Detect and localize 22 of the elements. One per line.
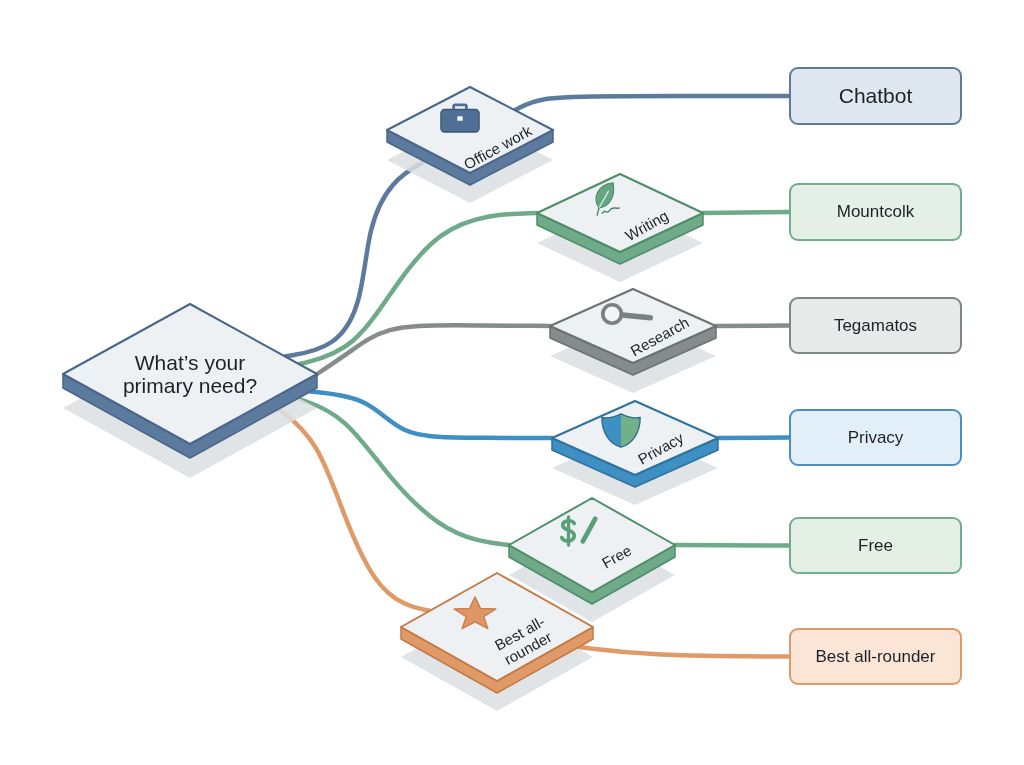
result-label: Tegamatos (833, 315, 918, 336)
result-box (789, 517, 962, 574)
question-tile (63, 304, 317, 478)
result-label: Best all-rounder (815, 646, 936, 667)
result-label: Chatbot (838, 84, 913, 108)
connector (308, 389, 555, 441)
result-box (789, 183, 962, 241)
connector (296, 210, 540, 367)
option-tile (537, 174, 703, 282)
option-tile (387, 87, 553, 203)
result-box (789, 628, 962, 685)
option-tile (401, 573, 593, 711)
option-tile (552, 401, 718, 505)
result-label: Privacy (847, 427, 904, 448)
question-text: What’s your primary need? (121, 350, 259, 398)
result-label: Free (858, 535, 893, 556)
result-box (789, 297, 962, 354)
result-box (789, 409, 962, 466)
result-box (789, 67, 962, 125)
option-label: Office work (461, 122, 535, 174)
result-label: Mountcolk (836, 202, 915, 222)
option-label: Free (599, 542, 635, 572)
